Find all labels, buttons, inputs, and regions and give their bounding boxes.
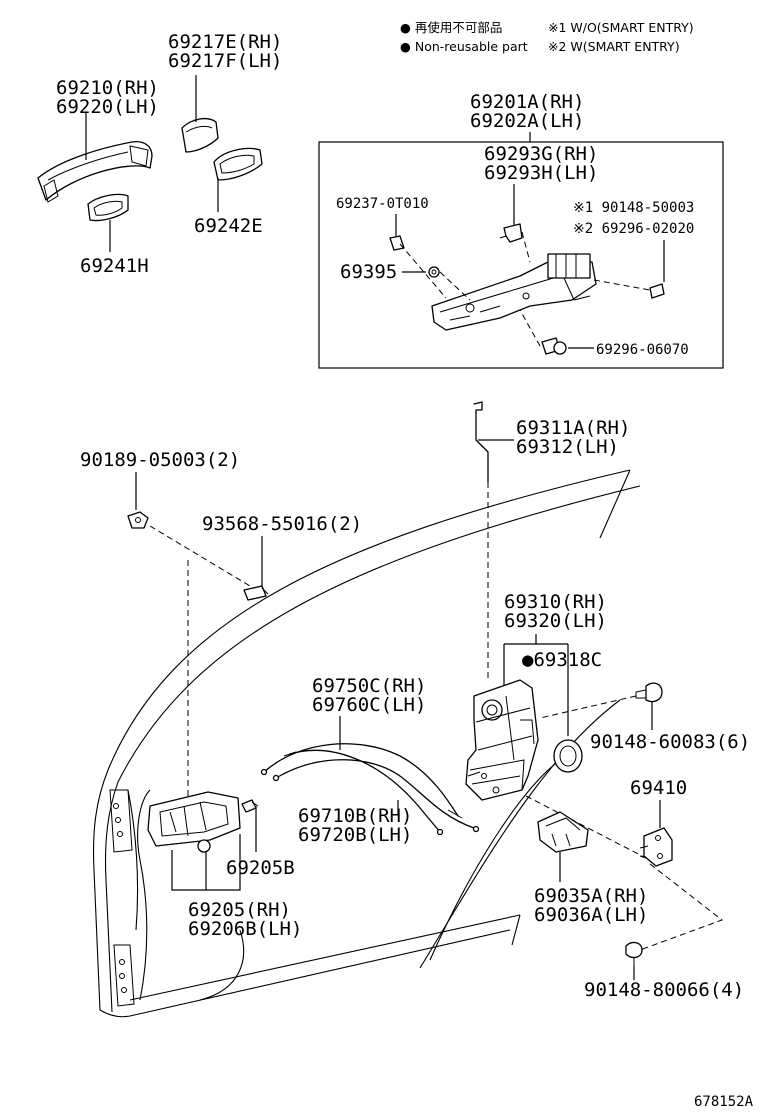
label-90148-80066: 90148-80066(4) xyxy=(584,979,744,1001)
part-69217-escutcheon xyxy=(181,75,219,153)
label-69311a: 69311A(RH) xyxy=(516,417,630,439)
frame-box-69201a xyxy=(318,141,724,369)
part-69205-inside-handle xyxy=(147,791,241,853)
label-69205b: 69205B xyxy=(226,857,295,879)
part-69318c-seal xyxy=(553,739,583,773)
part-93568-screw xyxy=(243,585,269,601)
part-69210-outside-handle xyxy=(37,112,153,203)
part-69201-handle-frame xyxy=(389,223,665,355)
part-69750-cables xyxy=(260,743,480,836)
part-69311-rod xyxy=(473,401,514,680)
part-69035a-actuator xyxy=(537,811,589,853)
label-69293h: 69293H(LH) xyxy=(484,162,598,184)
label-69202a: 69202A(LH) xyxy=(470,110,584,132)
label-69296-02020: ※2 69296-02020 xyxy=(573,221,694,237)
label-69242e: 69242E xyxy=(194,215,263,237)
label-69312: 69312(LH) xyxy=(516,436,619,458)
label-69241h: 69241H xyxy=(80,255,149,277)
door-body-outline xyxy=(92,469,641,1018)
label-69310: 69310(RH) xyxy=(504,591,607,613)
part-69241h-gasket xyxy=(87,193,129,252)
label-69296-06070: 69296-06070 xyxy=(596,342,689,358)
part-69410-striker xyxy=(639,827,673,867)
part-90148-80066-screw xyxy=(625,941,643,966)
part-69242e-gasket xyxy=(213,147,263,212)
label-90148-60083: 90148-60083(6) xyxy=(590,731,750,753)
label-69318c: ●69318C xyxy=(522,649,602,671)
label-69036a: 69036A(LH) xyxy=(534,904,648,926)
label-69293g: 69293G(RH) xyxy=(484,143,598,165)
label-69720b: 69720B(LH) xyxy=(298,824,412,846)
label-69320: 69320(LH) xyxy=(504,610,607,632)
legend-note-1: ※1 W/O(SMART ENTRY) xyxy=(548,20,694,35)
label-69206b: 69206B(LH) xyxy=(188,918,302,940)
label-69395: 69395 xyxy=(340,261,397,283)
label-69237: 69237-0T010 xyxy=(336,196,429,212)
label-69410: 69410 xyxy=(630,777,687,799)
legend: ● 再使用不可部品 ● Non-reusable part ※1 W/O(SMA… xyxy=(400,20,694,54)
label-69035a: 69035A(RH) xyxy=(534,885,648,907)
label-69210: 69210(RH) xyxy=(56,77,159,99)
part-90148-60083-screw xyxy=(635,682,663,703)
legend-en-note: ● Non-reusable part xyxy=(400,39,528,54)
label-69760c: 69760C(LH) xyxy=(312,694,426,716)
legend-jp-note: ● 再使用不可部品 xyxy=(400,20,502,35)
diagram-code: 678152A xyxy=(694,1094,754,1110)
label-90189: 90189-05003(2) xyxy=(80,449,240,471)
label-69710b: 69710B(RH) xyxy=(298,805,412,827)
label-69220: 69220(LH) xyxy=(56,96,159,118)
part-69310-door-lock xyxy=(465,679,539,801)
label-69750c: 69750C(RH) xyxy=(312,675,426,697)
label-90148-50003: ※1 90148-50003 xyxy=(573,200,694,216)
label-69217e: 69217E(RH) xyxy=(168,31,282,53)
label-69201a: 69201A(RH) xyxy=(470,91,584,113)
part-90189-nut xyxy=(127,511,149,529)
label-69205: 69205(RH) xyxy=(188,899,291,921)
label-69217f: 69217F(LH) xyxy=(168,50,282,72)
label-93568: 93568-55016(2) xyxy=(202,513,362,535)
legend-note-2: ※2 W(SMART ENTRY) xyxy=(548,39,680,54)
